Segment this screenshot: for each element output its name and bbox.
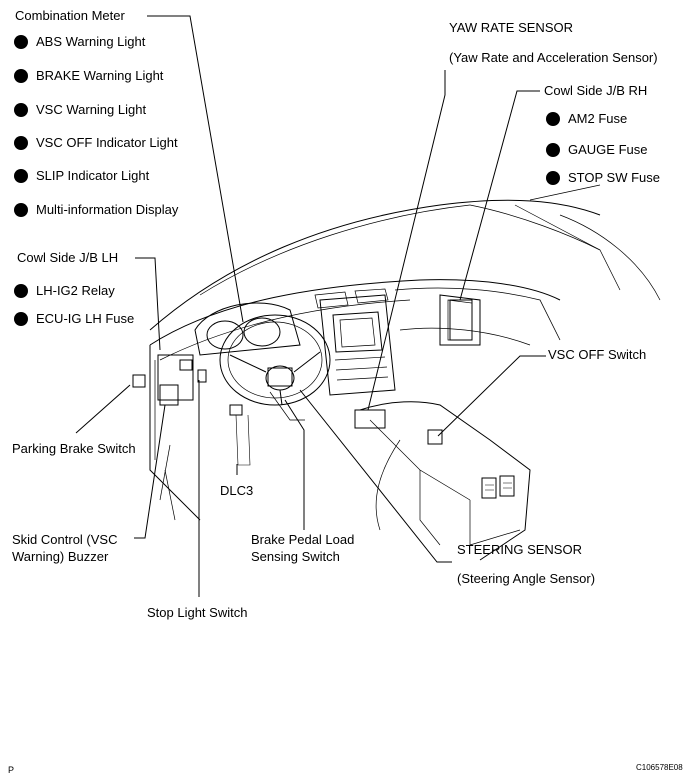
combination-meter-item: Multi-information Display: [36, 202, 179, 217]
bullet-icon: [14, 35, 28, 49]
bullet-icon: [14, 284, 28, 298]
combination-meter-item: VSC OFF Indicator Light: [36, 135, 178, 150]
list-item: GAUGE Fuse: [546, 142, 647, 158]
list-item: AM2 Fuse: [546, 111, 627, 127]
combination-meter-item: VSC Warning Light: [36, 102, 147, 117]
list-item: STOP SW Fuse: [546, 170, 660, 186]
list-item: VSC Warning Light: [14, 102, 146, 118]
cowl-rh-item: AM2 Fuse: [568, 111, 628, 126]
cowl-lh-item: ECU-IG LH Fuse: [36, 311, 135, 326]
cowl-rh-item: STOP SW Fuse: [568, 170, 660, 185]
brake-pedal-load-label-line2: Sensing Switch: [251, 549, 340, 564]
cowl-side-jb-lh-label: Cowl Side J/B LH: [17, 250, 119, 265]
combination-meter-item: BRAKE Warning Light: [36, 68, 164, 83]
steering-sensor-label: STEERING SENSOR: [457, 542, 582, 557]
list-item: ECU-IG LH Fuse: [14, 311, 134, 327]
bullet-icon: [14, 169, 28, 183]
cowl-side-jb-rh-label: Cowl Side J/B RH: [544, 83, 648, 98]
brake-pedal-load-label-line1: Brake Pedal Load: [251, 532, 355, 547]
parking-brake-switch-label: Parking Brake Switch: [12, 441, 136, 456]
dlc3-label: DLC3: [220, 483, 254, 498]
combination-meter-item: SLIP Indicator Light: [36, 168, 150, 183]
cowl-lh-item: LH-IG2 Relay: [36, 283, 115, 298]
yaw-rate-sensor-label: YAW RATE SENSOR: [449, 20, 573, 35]
cowl-rh-item: GAUGE Fuse: [568, 142, 648, 157]
list-item: Multi-information Display: [14, 202, 178, 218]
bullet-icon: [14, 103, 28, 117]
list-item: VSC OFF Indicator Light: [14, 135, 178, 151]
combination-meter-label: Combination Meter: [15, 8, 125, 23]
list-item: SLIP Indicator Light: [14, 168, 149, 184]
figure-code: C106578E08: [636, 763, 683, 772]
bullet-icon: [546, 171, 560, 185]
list-item: ABS Warning Light: [14, 34, 145, 50]
stop-light-switch-label: Stop Light Switch: [147, 605, 248, 620]
bullet-icon: [14, 136, 28, 150]
list-item: BRAKE Warning Light: [14, 68, 163, 84]
steering-sensor-sub-label: (Steering Angle Sensor): [457, 571, 596, 586]
bullet-icon: [14, 203, 28, 217]
combination-meter-item: ABS Warning Light: [36, 34, 146, 49]
bullet-icon: [14, 312, 28, 326]
bullet-icon: [14, 69, 28, 83]
vsc-off-switch-label: VSC OFF Switch: [548, 347, 647, 362]
yaw-rate-sensor-sub-label: (Yaw Rate and Acceleration Sensor): [449, 50, 658, 65]
skid-control-buzzer-label-line1: Skid Control (VSC: [12, 532, 118, 547]
skid-control-buzzer-label-line2: Warning) Buzzer: [12, 549, 109, 564]
corner-mark: P: [8, 765, 15, 775]
bullet-icon: [546, 112, 560, 126]
list-item: LH-IG2 Relay: [14, 283, 115, 299]
bullet-icon: [546, 143, 560, 157]
